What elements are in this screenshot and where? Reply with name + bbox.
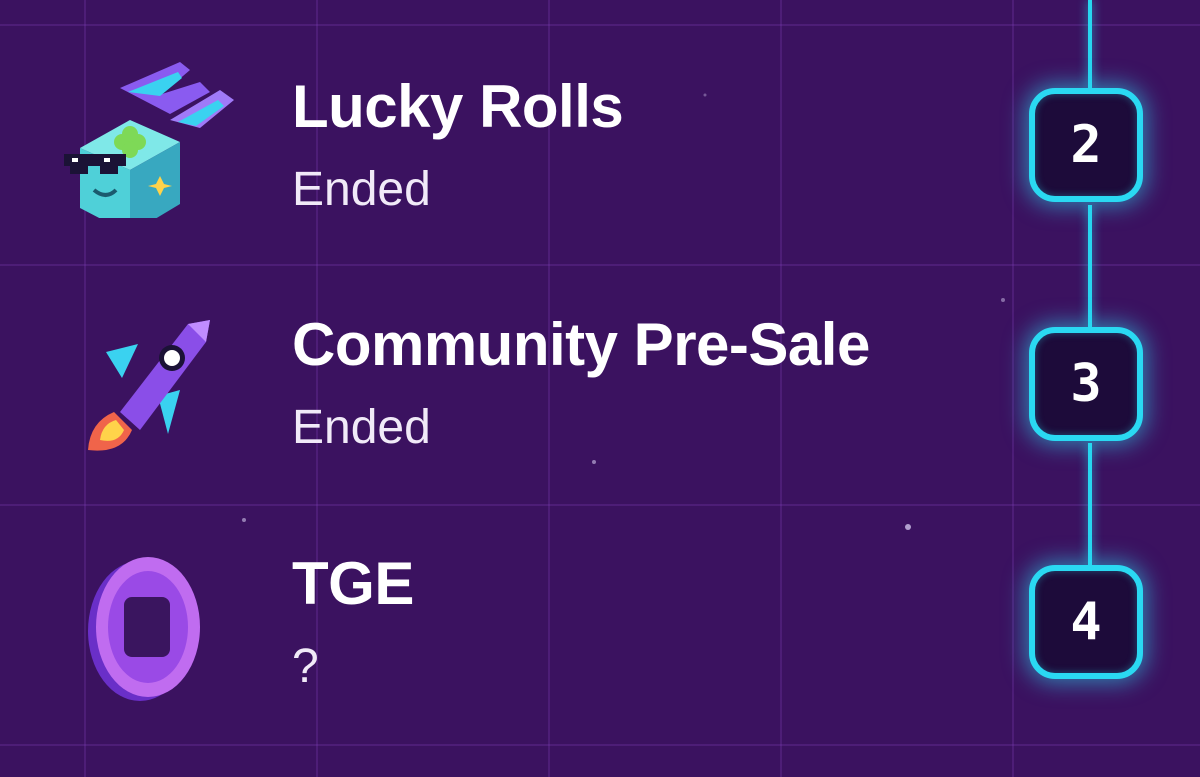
timeline-connector (1088, 443, 1092, 565)
milestone-community-pre-sale: Community Pre-Sale Ended (0, 300, 1000, 500)
step-badge-2: 2 (1029, 88, 1143, 202)
step-number: 4 (1070, 592, 1102, 652)
milestone-tge: TGE ? (0, 545, 1000, 745)
milestone-lucky-rolls: Lucky Rolls Ended (0, 48, 1000, 248)
lucky-box-icon (50, 48, 240, 248)
timeline-connector (1088, 205, 1092, 327)
step-number: 3 (1070, 354, 1102, 414)
milestone-status: Ended (292, 401, 431, 454)
milestone-title: TGE (292, 550, 414, 617)
step-badge-3: 3 (1029, 327, 1143, 441)
milestone-status: ? (292, 640, 319, 693)
coin-icon (50, 545, 240, 745)
timeline-connector (1088, 0, 1092, 88)
step-badge-4: 4 (1029, 565, 1143, 679)
milestone-title: Community Pre-Sale (292, 311, 870, 378)
step-number: 2 (1070, 115, 1102, 175)
rocket-icon (50, 300, 240, 500)
timeline: 2 3 4 (1000, 0, 1200, 777)
milestone-status: Ended (292, 163, 431, 216)
milestone-title: Lucky Rolls (292, 73, 624, 140)
